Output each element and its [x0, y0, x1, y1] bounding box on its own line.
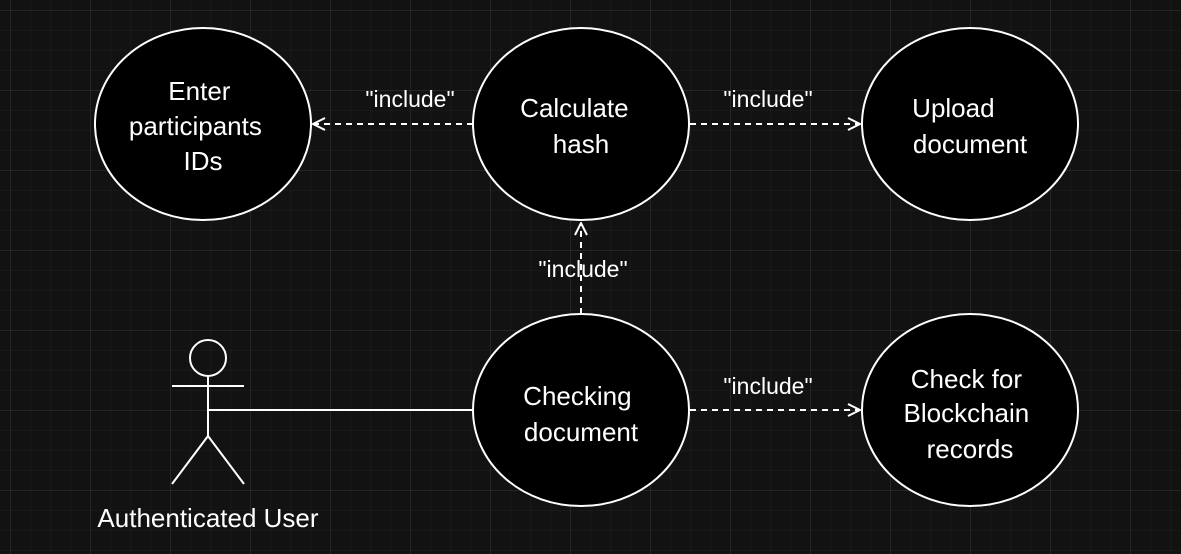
svg-text:Enter participants: Enter participants IDs [129, 76, 269, 176]
svg-text:Checking document: Checking document [523, 381, 639, 447]
use-case-label-line: Calculate [520, 93, 628, 123]
use-case-checking-document[interactable]: Checking document [472, 313, 690, 507]
use-case-enter-participants-ids[interactable]: Enter participants IDs [94, 27, 312, 221]
use-case-label-line: Blockchain [904, 398, 1030, 428]
use-case-label-line: document [913, 129, 1028, 159]
use-case-label-line: hash [553, 129, 609, 159]
use-case-calculate-hash[interactable]: Calculate hash [472, 27, 690, 221]
svg-text:Upload document: Upload document [912, 93, 1028, 159]
use-case-label-line: Checking [523, 381, 631, 411]
use-case-label-line: Upload [912, 93, 994, 123]
use-case-label-line: IDs [184, 146, 223, 176]
use-case-label-line: document [524, 417, 639, 447]
use-case-upload-document[interactable]: Upload document [861, 27, 1079, 221]
svg-text:Calculate hash: Calculate hash [520, 93, 636, 159]
include-label-hash-to-enter: "include" [365, 86, 454, 112]
use-case-check-blockchain-records[interactable]: Check for Blockchain records [861, 313, 1079, 507]
use-case-label-line: records [927, 434, 1014, 464]
use-case-label-line: Enter [168, 76, 230, 106]
include-label-checking-to-blockchain: "include" [723, 373, 812, 399]
include-label-hash-to-upload: "include" [723, 86, 812, 112]
svg-text:Check for Blockchain: Check for Blockchain records [904, 364, 1037, 464]
use-case-label-line: participants [129, 111, 262, 141]
include-label-checking-to-hash: "include" [538, 256, 627, 282]
actor-label: Authenticated User [97, 503, 318, 533]
stick-figure-icon [171, 339, 245, 485]
actor-authenticated-user[interactable]: Authenticated User [97, 339, 319, 533]
use-case-label-line: Check for [911, 364, 1023, 394]
